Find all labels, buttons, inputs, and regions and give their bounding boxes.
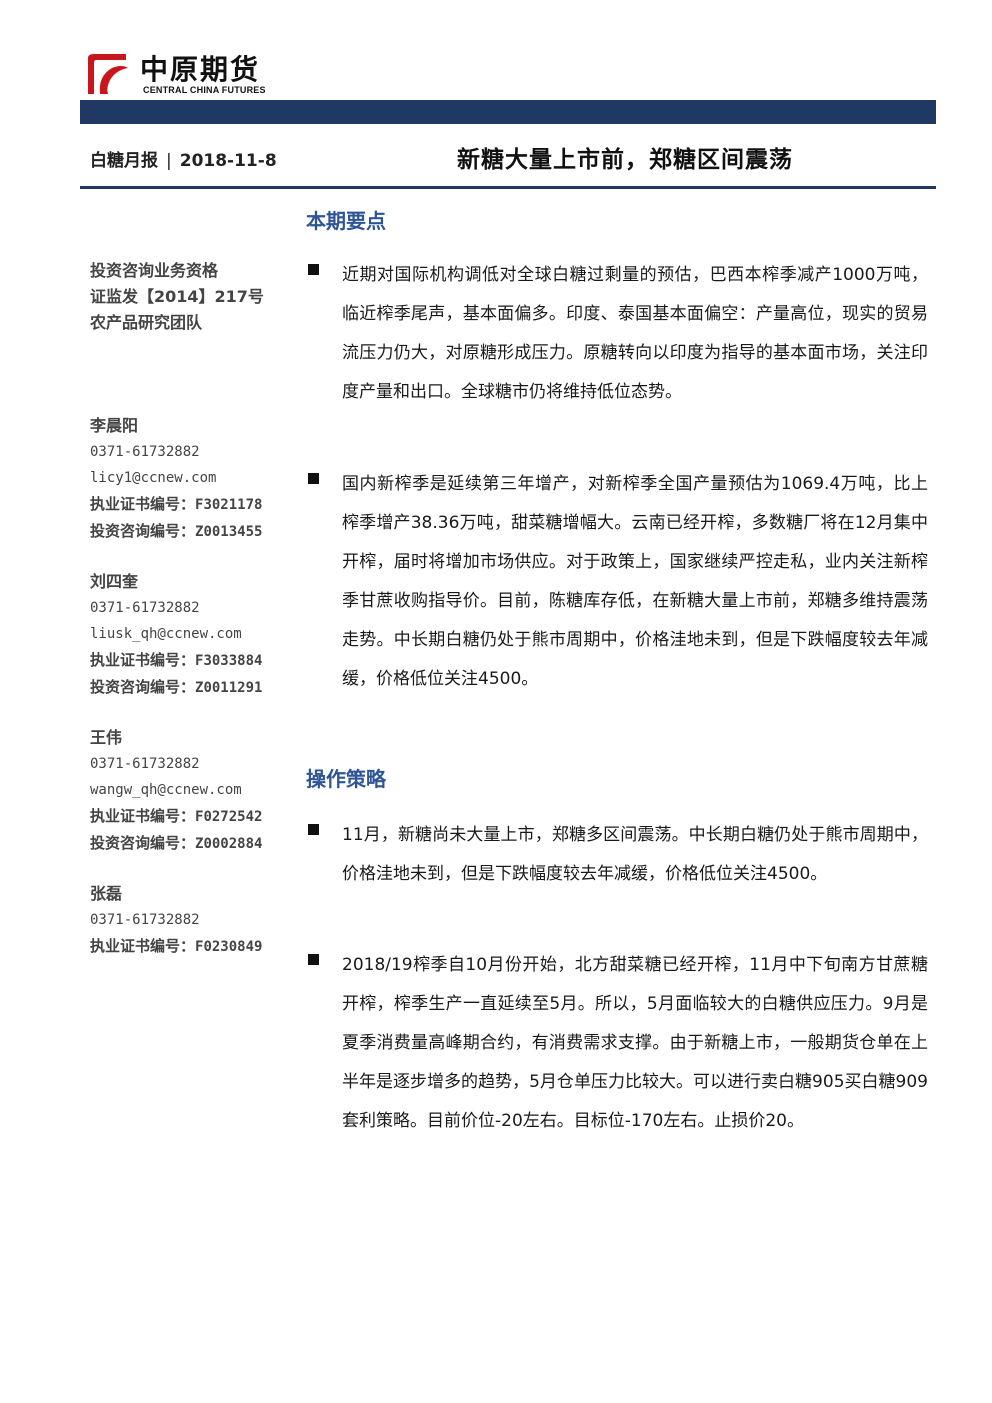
company-name-en: CENTRAL CHINA FUTURES	[143, 85, 266, 95]
bullet-square-icon	[308, 264, 319, 275]
header-divider	[80, 186, 936, 189]
consult-number: Z0002884	[195, 836, 263, 852]
analyst-phone: 0371-61732882	[90, 600, 200, 616]
qualification-line: 证监发【2014】217号	[90, 287, 264, 306]
qualification-block: 投资咨询业务资格 证监发【2014】217号 农产品研究团队	[90, 258, 264, 336]
cert-label: 执业证书编号：	[90, 651, 196, 669]
analyst-phone: 0371-61732882	[90, 756, 200, 772]
analyst-name: 王伟	[90, 728, 123, 747]
bullet-item: 11月，新糖尚未大量上市，郑糖多区间震荡。中长期白糖仍处于熊市周期中，价格洼地未…	[306, 816, 928, 894]
cert-number: F0272542	[195, 809, 263, 825]
qualification-line: 投资咨询业务资格	[90, 261, 219, 280]
analyst-name: 张磊	[90, 884, 123, 903]
report-title: 新糖大量上市前，郑糖区间震荡	[457, 147, 793, 173]
bullet-text: 国内新榨季是延续第三年增产，对新榨季全国产量预估为1069.4万吨，比上榨季增产…	[342, 474, 928, 689]
bullet-square-icon	[308, 954, 319, 965]
analyst-email[interactable]: wangw_qh@ccnew.com	[90, 782, 242, 798]
analyst-name: 刘四奎	[90, 572, 139, 591]
qualification-line: 农产品研究团队	[90, 313, 203, 332]
analyst-card: 刘四奎 0371-61732882 liusk_qh@ccnew.com 执业证…	[90, 569, 262, 701]
cert-label: 执业证书编号：	[90, 495, 196, 513]
analyst-cert: 执业证书编号：F0230849	[90, 933, 262, 960]
report-date: 2018-11-8	[179, 151, 277, 171]
bullet-item: 国内新榨季是延续第三年增产，对新榨季全国产量预估为1069.4万吨，比上榨季增产…	[306, 465, 928, 699]
consult-label: 投资咨询编号：	[90, 522, 196, 540]
analyst-consult: 投资咨询编号：Z0002884	[90, 830, 262, 857]
analyst-card: 张磊 0371-61732882 执业证书编号：F0230849	[90, 881, 262, 960]
consult-label: 投资咨询编号：	[90, 834, 196, 852]
bullet-item: 2018/19榨季自10月份开始，北方甜菜糖已经开榨，11月中下旬南方甘蔗糖开榨…	[306, 946, 928, 1141]
section-heading-highlights: 本期要点	[306, 209, 386, 233]
cert-number: F3021178	[195, 497, 263, 513]
bullet-text: 2018/19榨季自10月份开始，北方甜菜糖已经开榨，11月中下旬南方甘蔗糖开榨…	[342, 955, 928, 1131]
consult-label: 投资咨询编号：	[90, 678, 196, 696]
bullet-item: 近期对国际机构调低对全球白糖过剩量的预估，巴西本榨季减产1000万吨，临近榨季尾…	[306, 256, 928, 412]
bullet-text: 11月，新糖尚未大量上市，郑糖多区间震荡。中长期白糖仍处于熊市周期中，价格洼地未…	[342, 825, 928, 884]
analyst-email[interactable]: licy1@ccnew.com	[90, 470, 217, 486]
bullet-text: 近期对国际机构调低对全球白糖过剩量的预估，巴西本榨季减产1000万吨，临近榨季尾…	[342, 265, 928, 402]
header-color-bar	[80, 100, 936, 124]
analyst-email[interactable]: liusk_qh@ccnew.com	[90, 626, 242, 642]
analyst-card: 王伟 0371-61732882 wangw_qh@ccnew.com 执业证书…	[90, 725, 262, 857]
analyst-cert: 执业证书编号：F3033884	[90, 647, 262, 674]
analyst-cert: 执业证书编号：F3021178	[90, 491, 262, 518]
analyst-consult: 投资咨询编号：Z0011291	[90, 674, 262, 701]
report-type: 白糖月报	[90, 151, 158, 171]
cert-label: 执业证书编号：	[90, 937, 196, 955]
consult-number: Z0011291	[195, 680, 263, 696]
analyst-phone: 0371-61732882	[90, 444, 200, 460]
consult-number: Z0013455	[195, 524, 263, 540]
analyst-card: 李晨阳 0371-61732882 licy1@ccnew.com 执业证书编号…	[90, 413, 262, 545]
analyst-name: 李晨阳	[90, 416, 139, 435]
meta-separator: |	[166, 151, 172, 171]
bullet-square-icon	[308, 824, 319, 835]
analyst-cert: 执业证书编号：F0272542	[90, 803, 262, 830]
analyst-phone: 0371-61732882	[90, 912, 200, 928]
section-heading-strategy: 操作策略	[306, 767, 386, 791]
cert-number: F0230849	[195, 939, 263, 955]
bullet-square-icon	[308, 473, 319, 484]
company-logo-icon	[82, 50, 130, 98]
cert-label: 执业证书编号：	[90, 807, 196, 825]
analyst-consult: 投资咨询编号：Z0013455	[90, 518, 262, 545]
cert-number: F3033884	[195, 653, 263, 669]
report-meta: 白糖月报 | 2018-11-8	[90, 146, 277, 171]
company-name-cn: 中原期货	[140, 53, 261, 86]
